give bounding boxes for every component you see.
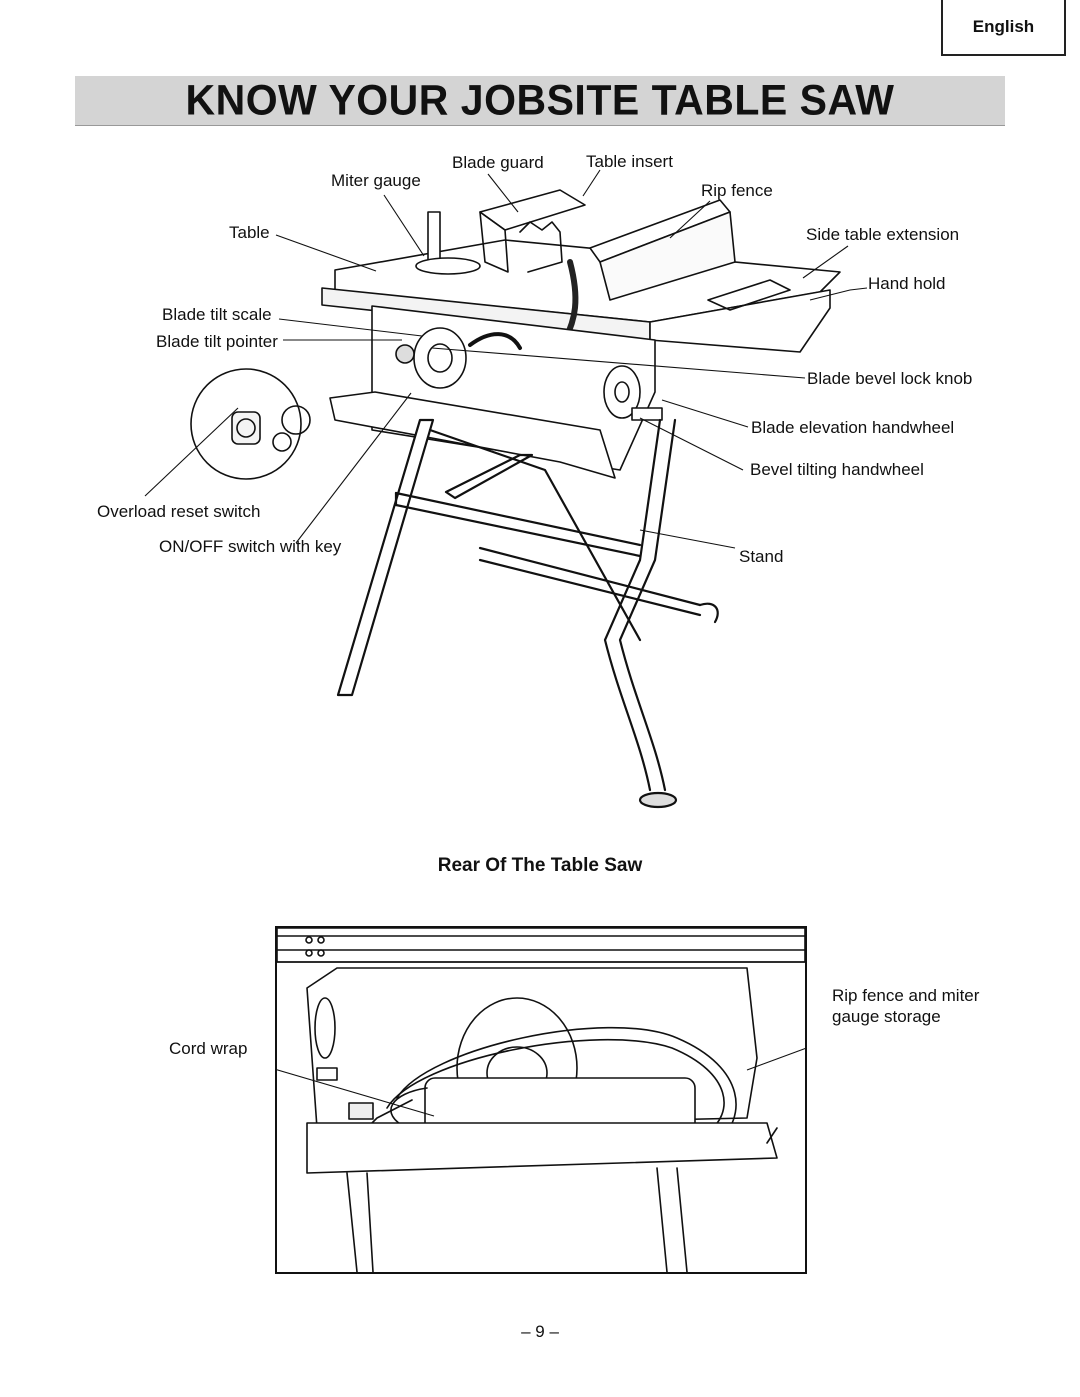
rear-base [306,1122,778,1174]
page-title-bar: KNOW YOUR JOBSITE TABLE SAW [75,76,1005,126]
label-storage-line1: Rip fence and miter [832,986,980,1005]
language-label: English [972,17,1035,36]
label-stand: Stand [739,547,784,566]
label-cord-wrap: Cord wrap [169,1039,248,1058]
label-table-insert: Table insert [586,152,673,171]
saw-base-tray [329,391,616,479]
table-saw-front-illustration [144,169,868,809]
label-blade-bevel-lock-knob: Blade bevel lock knob [807,369,973,388]
label-overload-reset-switch: Overload reset switch [97,502,261,521]
blade-tilt-handwheel [413,327,467,389]
miter-gauge-handle [427,211,441,265]
label-blade-tilt-pointer: Blade tilt pointer [156,332,278,351]
language-tab: English [941,0,1066,56]
label-bevel-tilting-handwheel: Bevel tilting handwheel [750,460,924,479]
label-blade-guard: Blade guard [452,153,544,172]
rear-view-frame [275,926,807,1274]
label-storage-line2: gauge storage [832,1007,941,1026]
label-blade-tilt-scale: Blade tilt scale [162,305,272,324]
page-number: – 9 – [521,1322,559,1341]
label-miter-gauge: Miter gauge [331,171,421,190]
label-side-table-extension: Side table extension [806,225,960,244]
label-table: Table [229,223,270,242]
label-blade-elevation-handwheel: Blade elevation handwheel [751,418,955,437]
stand [336,418,719,809]
label-on-off-switch: ON/OFF switch with key [159,537,342,556]
page-title: KNOW YOUR JOBSITE TABLE SAW [185,75,895,125]
side-extension [649,289,831,353]
table-saw-rear-illustration [277,928,805,1272]
label-hand-hold: Hand hold [868,274,946,293]
label-rip-fence: Rip fence [701,181,773,200]
blade-elevation-handwheel [603,365,641,419]
rear-section-heading: Rear Of The Table Saw [437,855,643,876]
